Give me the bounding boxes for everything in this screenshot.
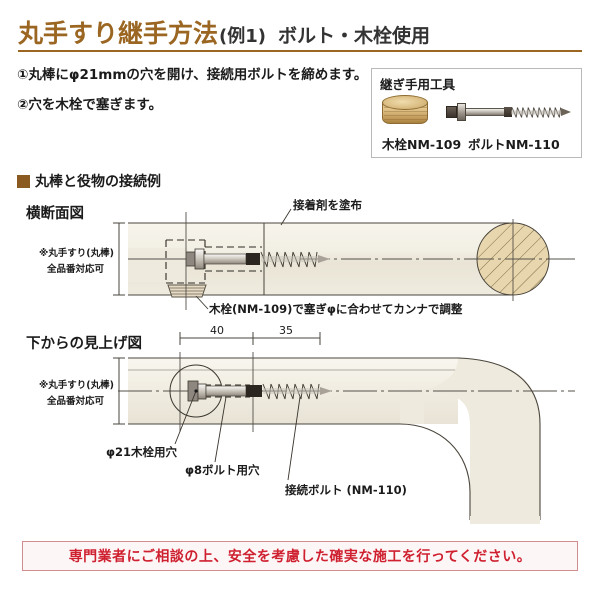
page-title-tail: ボルト・木栓使用: [278, 25, 431, 47]
page-title-sub: (例1): [219, 26, 266, 47]
bottom-view-diagram: 下からの見上げ図 40 35: [26, 324, 575, 524]
instruction-step-2: ②穴を木栓で塞ぎます。: [17, 97, 163, 114]
cross-section-view-label: 横断面図: [26, 204, 84, 222]
wooden-plug-section: [167, 284, 207, 298]
lag-bolt-icon: [446, 102, 574, 122]
plug-part-label: 木栓NM-109: [382, 137, 462, 152]
dimension-label-35: 35: [279, 324, 293, 337]
section-heading: 丸棒と役物の接続例: [17, 171, 161, 191]
callout-plug-hole-label: φ21木栓用穴: [106, 445, 177, 459]
title-divider: [18, 50, 582, 52]
plug-top-face: [382, 95, 428, 110]
wooden-plug-icon: [382, 95, 428, 129]
bolt-collar: [504, 107, 512, 117]
page-title: 丸手すり継手方法 (例1) ボルト・木栓使用: [18, 14, 582, 50]
callout-bolt-label: 接続ボルト (NM-110): [285, 483, 407, 497]
page-title-main: 丸手すり継手方法: [18, 19, 219, 48]
bolt-tip: [561, 108, 571, 116]
warning-banner-text: 専門業者にご相談の上、安全を考慮した確実な施工を行ってください。: [68, 549, 532, 565]
callout-bolt-hole-label: φ8ボルト用穴: [185, 463, 260, 477]
bolt-part-label: ボルトNM-110: [468, 137, 560, 152]
tool-panel: 継ぎ手用工具: [371, 68, 582, 158]
bolt-head: [446, 106, 457, 118]
callout-adhesive-label: 接着剤を塗布: [293, 198, 362, 212]
section-heading-label: 丸棒と役物の接続例: [35, 174, 161, 190]
cross-section-note-line2: 全品番対応可: [46, 263, 105, 275]
cross-section-note-line1: ※丸手すり(丸棒): [39, 247, 114, 259]
bottom-view-label: 下からの見上げ図: [26, 335, 142, 352]
dimension-label-40: 40: [210, 324, 224, 337]
bottom-view-note-line1: ※丸手すり(丸棒): [39, 379, 114, 391]
bolt-flange: [457, 103, 466, 121]
bolt-thread: [511, 107, 563, 118]
bottom-view-note-line2: 全品番対応可: [46, 395, 105, 407]
page-header: 丸手すり継手方法 (例1) ボルト・木栓使用: [18, 14, 582, 50]
tool-panel-title: 継ぎ手用工具: [380, 77, 456, 92]
instruction-step-1: ①丸棒にφ21mmの穴を開け、接続用ボルトを締めます。: [17, 67, 368, 83]
bolt-shank: [466, 108, 506, 116]
cross-section-diagram: 横断面図: [26, 198, 575, 316]
square-bullet-icon: [17, 174, 30, 188]
instruction-list: ①丸棒にφ21mmの穴を開け、接続用ボルトを締めます。 ②穴を木栓で塞ぎます。: [17, 66, 367, 114]
warning-banner: 専門業者にご相談の上、安全を考慮した確実な施工を行ってください。: [22, 541, 578, 571]
callout-plug-label: 木栓(NM-109)で塞ぎφに合わせてカンナで調整: [208, 302, 463, 316]
